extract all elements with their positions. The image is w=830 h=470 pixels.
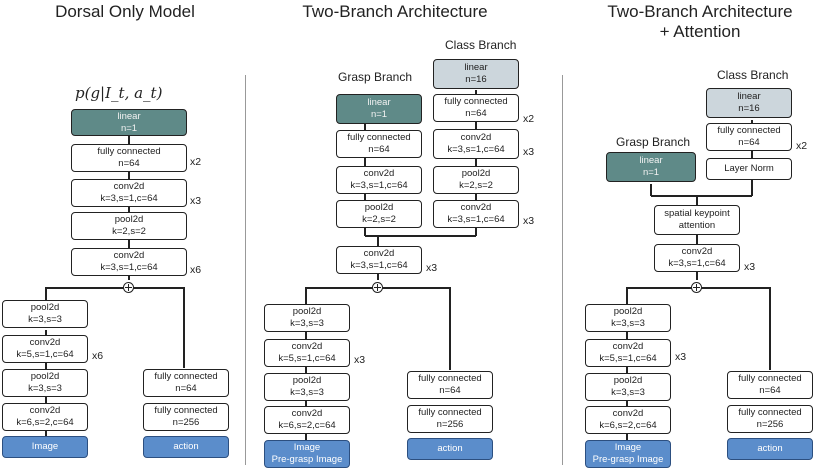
panel-2-grasp-label: Grasp Branch — [338, 70, 413, 84]
panel-3-title-line1: Two-Branch Architecture — [607, 2, 793, 21]
panel-3-class-repeat: x2 — [796, 140, 808, 152]
panel-1-upper-repeat: x2 — [190, 156, 202, 168]
panel-1-upper-repeat: x6 — [190, 264, 202, 276]
panel-1-action-input: action — [143, 436, 229, 458]
panel-divider-right — [562, 75, 563, 465]
panel-3-title: Two-Branch Architecture + Attention — [590, 2, 810, 42]
panel-3-grasp-label: Grasp Branch — [616, 135, 691, 149]
panel-2-title: Two-Branch Architecture — [302, 2, 488, 21]
panel-3-title-line2: + Attention — [659, 22, 741, 41]
panel-2-class-repeat: x2 — [523, 113, 535, 125]
panel-divider-left — [245, 75, 246, 465]
panel-1-upper-repeat: x3 — [190, 195, 202, 207]
panel-3-shared-repeat: x3 — [744, 261, 756, 273]
panel-1-concat-node — [123, 282, 134, 293]
panel-3-action-input: action — [727, 438, 813, 460]
panel-3-image-repeat: x3 — [675, 351, 687, 363]
panel-2-class-label: Class Branch — [445, 38, 517, 52]
panel-2-class-repeat: x3 — [523, 146, 535, 158]
panel-3-concat-node — [691, 282, 702, 293]
panel-1-image-input: Image — [2, 436, 88, 458]
panel-1-formula: p(g|I_t, a_t) — [75, 84, 163, 102]
panel-2-shared-repeat: x3 — [426, 262, 438, 274]
panel-1-image-repeat: x6 — [92, 350, 104, 362]
panel-2-class-repeat: x3 — [523, 215, 535, 227]
panel-2-concat-node — [372, 282, 383, 293]
panel-2-image-repeat: x3 — [354, 354, 366, 366]
panel-3-class-label: Class Branch — [717, 68, 789, 82]
panel-1-title: Dorsal Only Model — [55, 2, 195, 21]
panel-2-action-input: action — [407, 438, 493, 460]
panel-3-layer-norm: Layer Norm — [706, 158, 792, 180]
